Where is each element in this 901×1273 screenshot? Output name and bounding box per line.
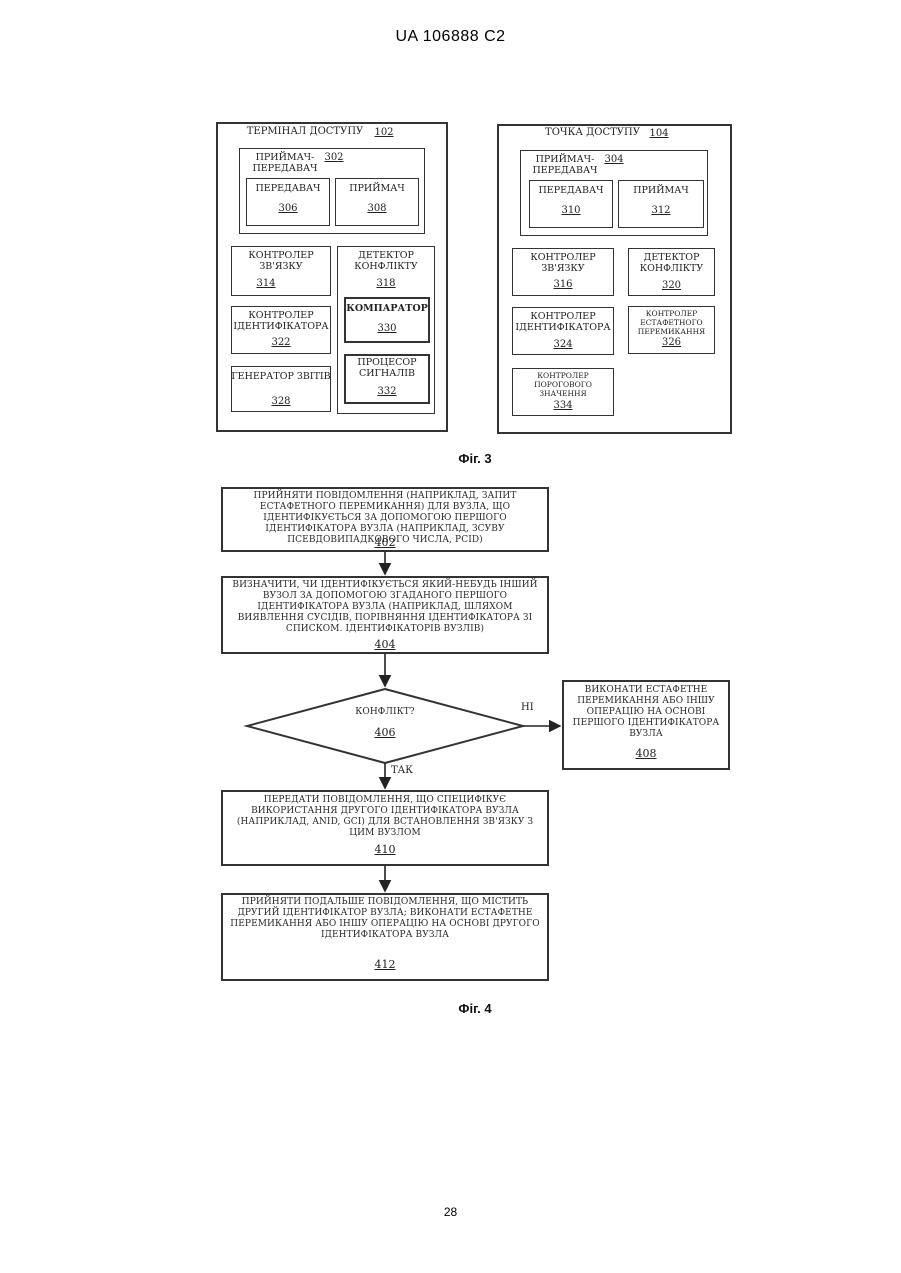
step-412-num: 412	[221, 958, 549, 971]
step-404-num: 404	[221, 638, 549, 651]
step-410-text: ПЕРЕДАТИ ПОВІДОМЛЕННЯ, ЩО СПЕЦИФІКУЄ ВИК…	[232, 795, 538, 839]
edge-label-yes: ТАК	[391, 765, 413, 776]
step-406-num: 406	[335, 726, 435, 739]
figure-4-caption: Фіг. 4	[445, 1001, 505, 1016]
step-408-num: 408	[562, 747, 730, 760]
step-404-text: ВИЗНАЧИТИ, ЧИ ІДЕНТИФІКУЄТЬСЯ ЯКИЙ-НЕБУД…	[230, 580, 540, 635]
edge-label-no: НІ	[521, 702, 534, 713]
step-410-num: 410	[221, 843, 549, 856]
step-402-num: 402	[221, 536, 549, 549]
step-412-text: ПРИЙНЯТИ ПОДАЛЬШЕ ПОВІДОМЛЕННЯ, ЩО МІСТИ…	[230, 897, 540, 941]
step-408-text: ВИКОНАТИ ЕСТАФЕТНЕ ПЕРЕМИКАННЯ АБО ІНШУ …	[570, 685, 722, 740]
page-number: 28	[0, 1205, 901, 1219]
step-406-text: КОНФЛІКТ?	[335, 707, 435, 718]
